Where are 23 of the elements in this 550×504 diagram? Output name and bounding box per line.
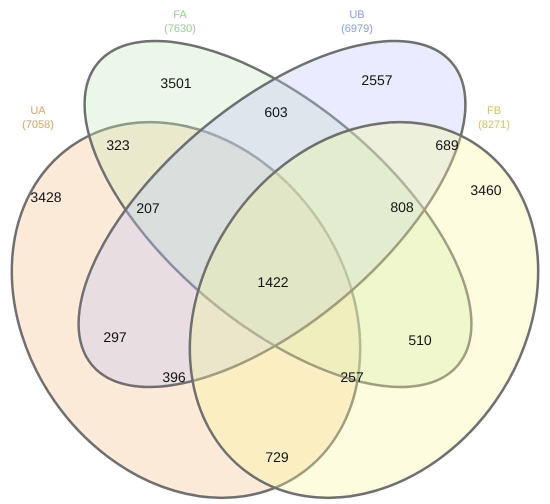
region-count: 3428 bbox=[30, 189, 62, 205]
region-count: 729 bbox=[265, 449, 289, 465]
set-size: (7630) bbox=[164, 22, 196, 36]
set-size: (7058) bbox=[22, 118, 54, 132]
set-size: (8271) bbox=[478, 118, 510, 132]
region-count: 2557 bbox=[361, 72, 393, 88]
set-name: FA bbox=[173, 8, 187, 22]
region-count: 603 bbox=[264, 104, 288, 120]
region-count: 323 bbox=[106, 137, 130, 153]
set-name: FB bbox=[486, 104, 502, 118]
region-count: 3501 bbox=[160, 75, 192, 91]
region-count: 808 bbox=[390, 199, 414, 215]
region-count: 3460 bbox=[470, 182, 502, 198]
region-count: 207 bbox=[136, 200, 160, 216]
region-count: 297 bbox=[103, 329, 127, 345]
region-count: 510 bbox=[408, 332, 432, 348]
region-count: 1422 bbox=[257, 274, 289, 290]
region-count: 257 bbox=[340, 369, 364, 385]
set-name: UA bbox=[30, 104, 46, 118]
region-count: 396 bbox=[162, 369, 186, 385]
set-size: (6979) bbox=[341, 22, 373, 36]
region-count: 689 bbox=[435, 137, 459, 153]
set-name: UB bbox=[349, 8, 365, 22]
